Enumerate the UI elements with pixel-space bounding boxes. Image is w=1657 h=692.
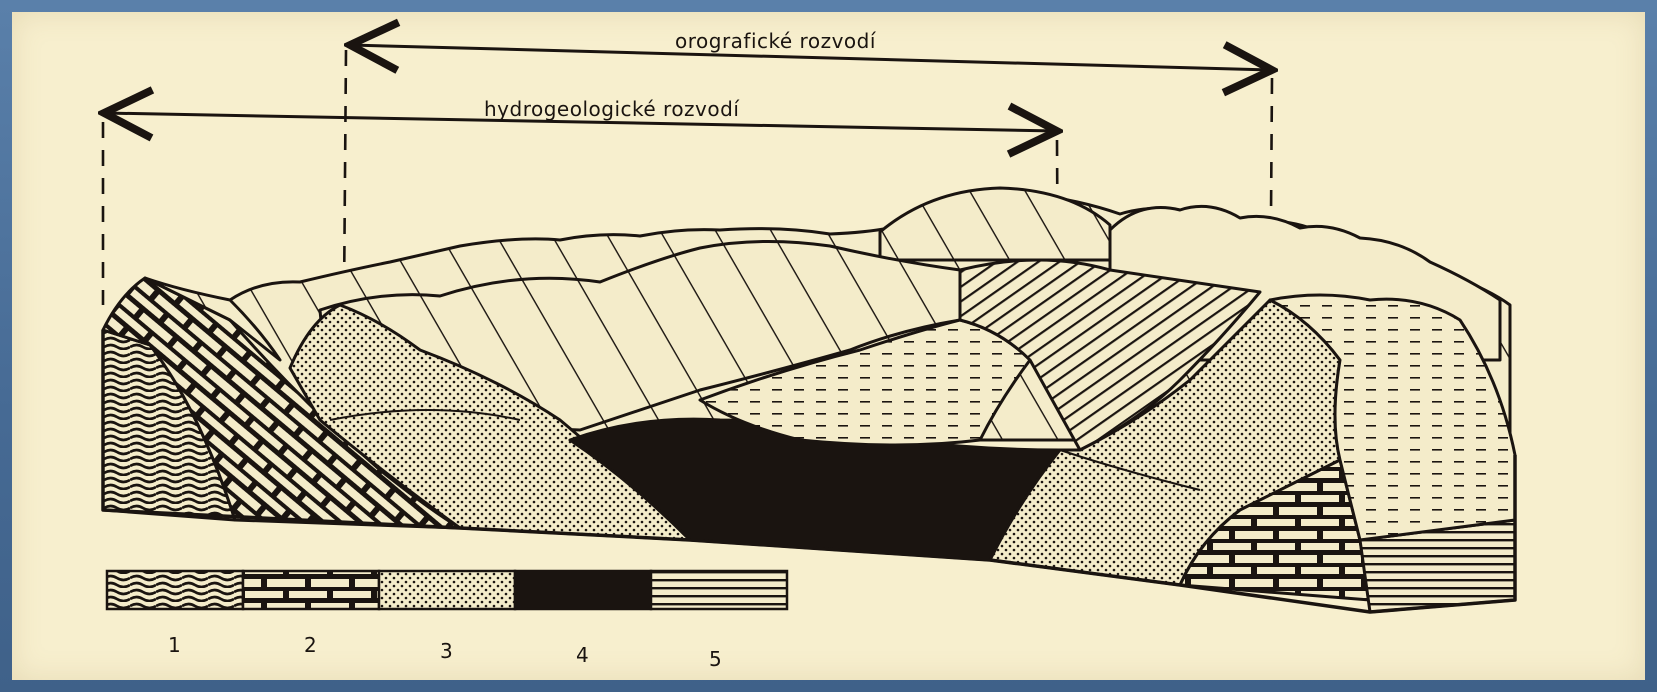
legend [107,571,787,609]
legend-number-4: 4 [576,643,589,667]
orographic-right-boundary [1271,78,1272,215]
legend-number-2: 2 [304,633,317,657]
legend-number-5: 5 [709,647,722,671]
legend-swatch-3-dots [379,571,515,609]
hydrogeologic-divide-label: hydrogeologické rozvodí [484,97,740,121]
dome-hill [880,188,1110,260]
legend-swatch-5-lines [651,571,787,609]
legend-swatch-4-dark [515,571,651,609]
legend-swatch-2-bricks [243,571,379,609]
legend-number-1: 1 [168,633,181,657]
block-diagram [103,188,1515,612]
orographic-divide-label: orografické rozvodí [675,29,877,53]
orographic-left-boundary [344,50,346,300]
legend-swatch-1-wavy [107,571,243,609]
legend-number-3: 3 [440,639,453,663]
